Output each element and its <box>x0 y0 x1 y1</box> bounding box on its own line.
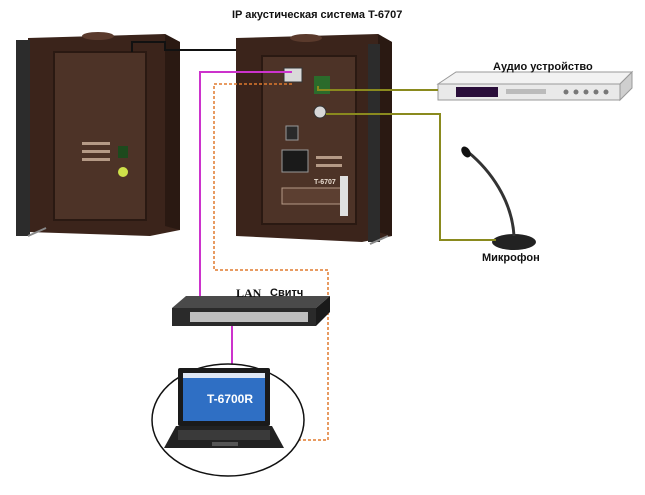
right-speaker: T-6707 <box>236 34 392 245</box>
right-speaker-foot <box>369 235 389 245</box>
left-speaker-side <box>165 34 180 230</box>
left-speaker-indicator <box>118 167 128 177</box>
microphone-gooseneck <box>467 150 516 237</box>
left-speaker-text-line <box>82 158 110 161</box>
diagram-title: IP акустическая система T-6707 <box>232 9 403 21</box>
microphone-base <box>492 234 536 250</box>
audio-device-button <box>583 89 589 95</box>
power-switch <box>285 125 299 141</box>
laptop-window-titlebar <box>183 373 265 378</box>
laptop-software-label: T-6700R <box>207 392 254 406</box>
laptop-keyboard <box>178 430 270 440</box>
audio-device-label: Аудио устройство <box>493 61 593 73</box>
switch-side <box>316 296 330 326</box>
audio-device-button <box>603 89 609 95</box>
microphone-cable <box>326 113 496 241</box>
right-speaker-sticker <box>340 176 348 216</box>
microphone <box>461 146 536 250</box>
rj45-port <box>283 67 303 83</box>
audio-device-cable <box>317 86 438 91</box>
audio-device-button <box>593 89 599 95</box>
audio-device-button <box>563 89 569 95</box>
laptop <box>164 368 284 448</box>
microphone-head <box>461 146 471 158</box>
laptop-screen <box>183 373 265 421</box>
left-speaker-terminal <box>118 146 128 158</box>
speaker-model-label: T-6707 <box>314 179 336 186</box>
laptop-touchpad <box>212 442 238 446</box>
lan-label: LAN <box>236 286 262 300</box>
switch-label: Свитч <box>270 287 304 299</box>
left-speaker-bracket <box>16 40 30 236</box>
left-speaker-panel <box>53 51 147 221</box>
left-speaker-text-line <box>82 150 110 153</box>
audio-device-slot <box>506 89 546 94</box>
audio-terminal <box>314 76 330 94</box>
right-speaker-side <box>378 34 392 236</box>
audio-device <box>436 70 634 102</box>
audio-device-side <box>619 70 633 102</box>
switch-top <box>172 296 330 308</box>
switch-ports <box>190 312 308 322</box>
audio-device-display <box>456 87 498 97</box>
microphone-label: Микрофон <box>482 252 540 264</box>
audio-jack <box>313 105 327 119</box>
right-speaker-text-line <box>316 164 342 167</box>
network-switch <box>172 296 330 326</box>
right-speaker-label-plate <box>281 187 345 205</box>
right-speaker-text-line <box>316 156 342 159</box>
left-speaker <box>16 32 180 237</box>
audio-device-top <box>436 71 634 85</box>
right-speaker-bracket <box>368 44 380 242</box>
control-cable <box>213 83 329 441</box>
left-speaker-foot <box>27 227 47 237</box>
left-speaker-handle <box>82 32 114 40</box>
audio-device-button <box>573 89 579 95</box>
right-speaker-handle <box>290 34 322 42</box>
network-cable-speaker-switch <box>199 71 292 320</box>
power-socket <box>281 149 309 173</box>
left-speaker-text-line <box>82 142 110 145</box>
